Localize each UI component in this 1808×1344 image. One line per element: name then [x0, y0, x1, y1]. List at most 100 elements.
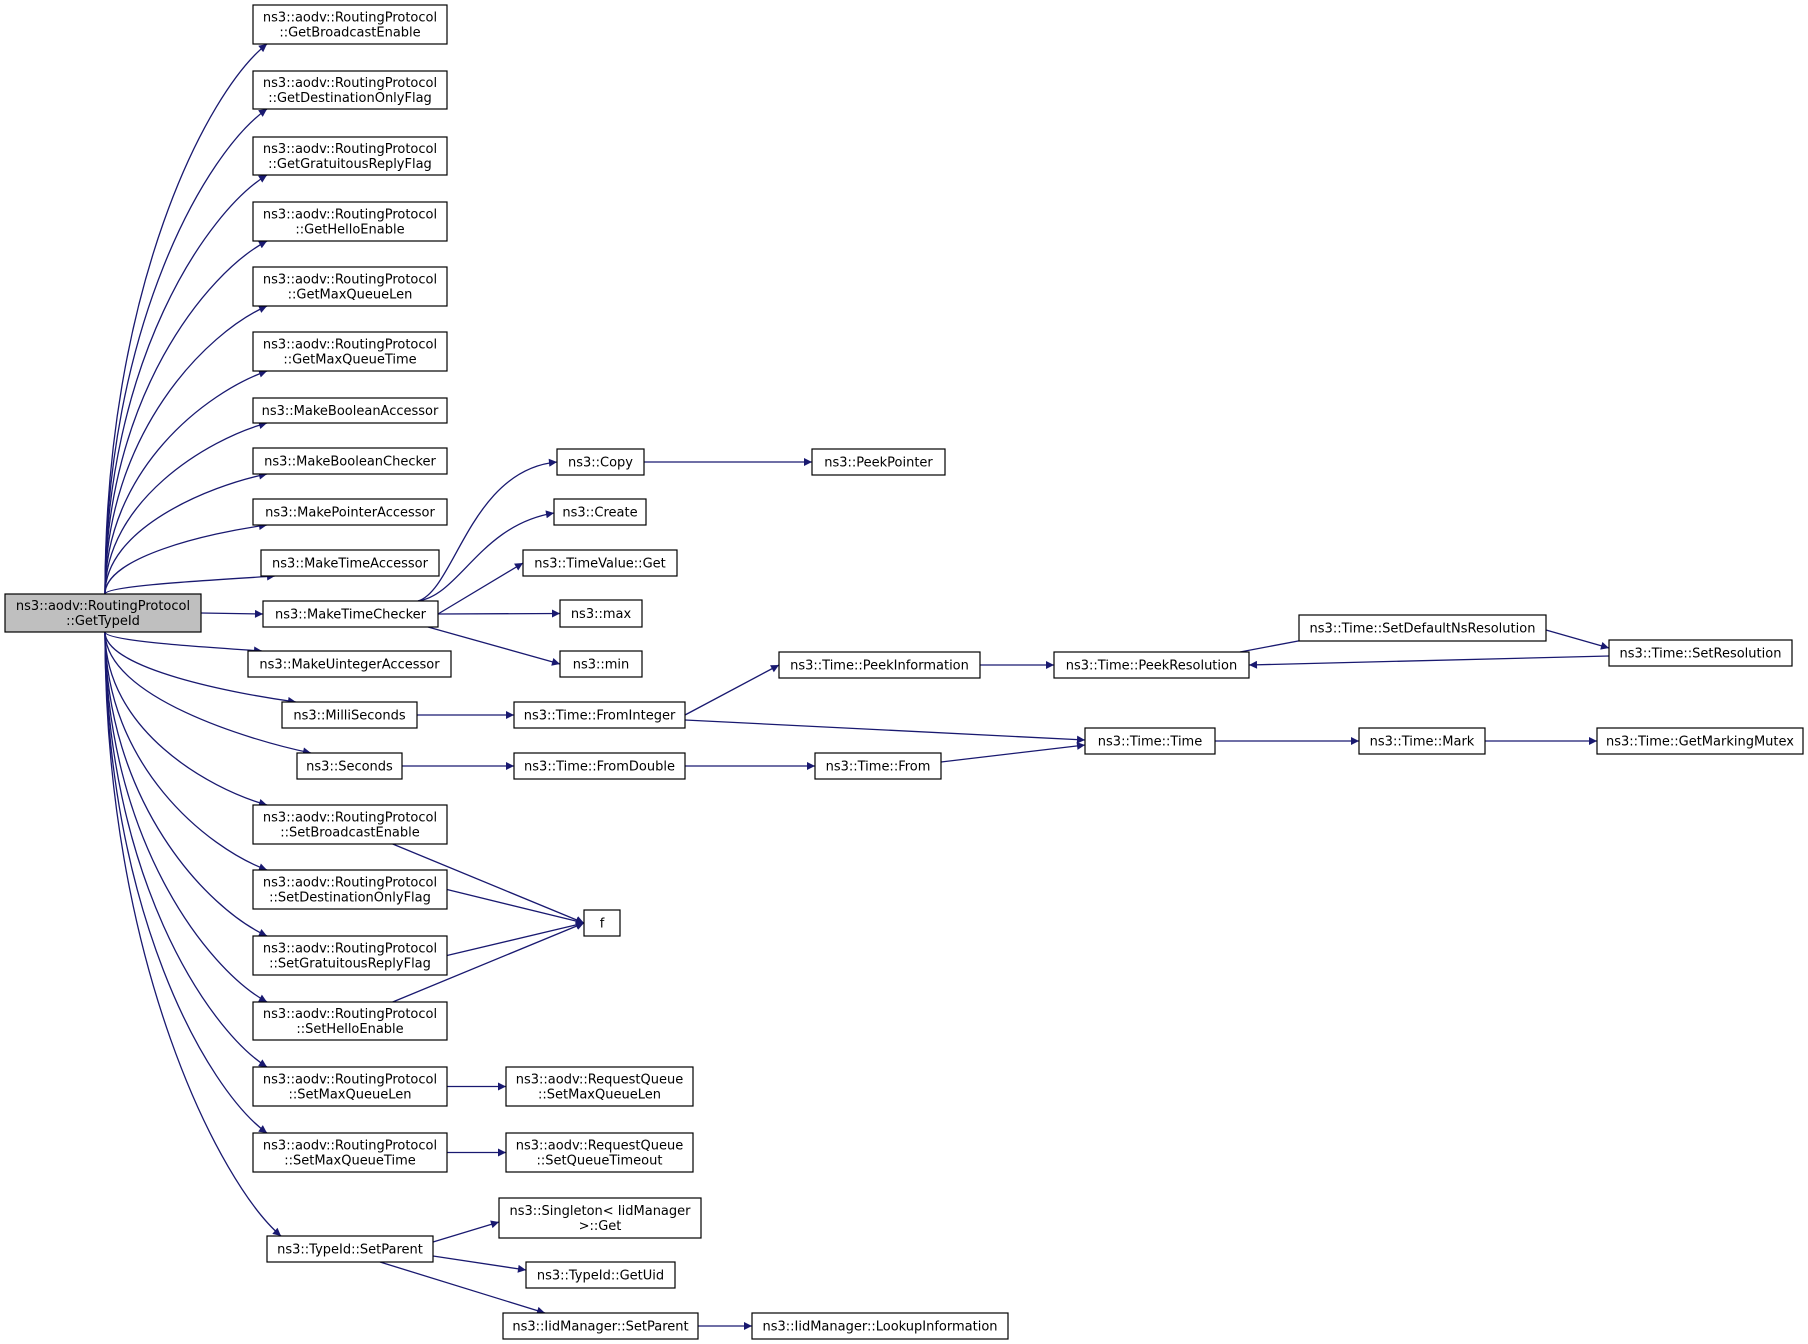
node-rqSetMaxQueueLen[interactable]: ns3::aodv::RequestQueue::SetMaxQueueLen	[505, 1066, 694, 1107]
node-box	[252, 70, 448, 110]
node-setGratuitousReplyFlag[interactable]: ns3::aodv::RoutingProtocol::SetGratuitou…	[252, 935, 448, 976]
node-f[interactable]: f	[583, 909, 621, 937]
node-typeIdSetParent[interactable]: ns3::TypeId::SetParent	[266, 1235, 434, 1263]
edge-root-to-makeTimeAccessor	[104, 572, 276, 595]
node-box	[252, 447, 448, 475]
node-makeBooleanChecker[interactable]: ns3::MakeBooleanChecker	[252, 447, 448, 475]
edge-root-to-makePointerAccessor	[104, 522, 268, 595]
node-label: ns3::TimeValue::Get	[534, 557, 666, 572]
node-box	[252, 935, 448, 976]
node-box	[556, 448, 645, 476]
edge-root-to-getMaxQueueTime	[104, 369, 268, 595]
node-setMaxQueueTime[interactable]: ns3::aodv::RoutingProtocol::SetMaxQueueT…	[252, 1132, 448, 1173]
node-label: ns3::PeekPointer	[824, 456, 933, 471]
node-makeBooleanAccessor[interactable]: ns3::MakeBooleanAccessor	[252, 397, 448, 424]
edge-typeIdSetParent-to-typeIdGetUid	[432, 1255, 527, 1273]
node-mark[interactable]: ns3::Time::Mark	[1358, 727, 1486, 755]
node-min[interactable]: ns3::min	[559, 650, 643, 678]
edge-makeTimeChecker-to-min	[427, 626, 561, 666]
node-lookupInformation[interactable]: ns3::IidManager::LookupInformation	[751, 1312, 1009, 1340]
edge-makeTimeChecker-to-create	[417, 510, 555, 602]
node-fromInteger[interactable]: ns3::Time::FromInteger	[513, 701, 686, 729]
node-label: ns3::Seconds	[306, 760, 393, 775]
node-timeValueGet[interactable]: ns3::TimeValue::Get	[522, 549, 678, 577]
edge-root-to-setBroadcastEnable	[104, 631, 268, 807]
node-getMaxQueueLen[interactable]: ns3::aodv::RoutingProtocol::GetMaxQueueL…	[252, 266, 448, 307]
node-makeUintegerAccessor[interactable]: ns3::MakeUintegerAccessor	[247, 650, 452, 678]
node-label: ns3::Time::From	[826, 760, 931, 775]
node-box	[266, 1235, 434, 1263]
node-iidSetParent[interactable]: ns3::IidManager::SetParent	[502, 1312, 699, 1340]
node-max[interactable]: ns3::max	[559, 599, 643, 628]
node-fromDouble[interactable]: ns3::Time::FromDouble	[513, 752, 686, 780]
node-label: ns3::Time::Mark	[1370, 735, 1475, 750]
node-label: ::GetGratuitousReplyFlag	[268, 157, 432, 172]
node-box	[252, 331, 448, 372]
node-makePointerAccessor[interactable]: ns3::MakePointerAccessor	[252, 498, 448, 526]
node-setHelloEnable[interactable]: ns3::aodv::RoutingProtocol::SetHelloEnab…	[252, 1001, 448, 1041]
edge-root-to-typeIdSetParent	[104, 631, 282, 1237]
edge-root-to-setMaxQueueTime	[104, 631, 268, 1134]
edges-layer	[104, 43, 1610, 1330]
node-milliSeconds[interactable]: ns3::MilliSeconds	[281, 701, 418, 729]
node-box	[1053, 651, 1250, 679]
node-typeIdGetUid[interactable]: ns3::TypeId::GetUid	[525, 1261, 676, 1289]
node-box	[260, 549, 440, 577]
edge-setBroadcastEnable-to-f	[392, 843, 585, 924]
node-getMaxQueueTime[interactable]: ns3::aodv::RoutingProtocol::GetMaxQueueT…	[252, 331, 448, 372]
node-box	[252, 804, 448, 845]
node-box	[583, 909, 621, 937]
node-label: ns3::IidManager::LookupInformation	[762, 1320, 997, 1335]
node-setDefaultNsResolution[interactable]: ns3::Time::SetDefaultNsResolution	[1298, 614, 1547, 642]
node-seconds[interactable]: ns3::Seconds	[296, 752, 403, 780]
node-from[interactable]: ns3::Time::From	[814, 752, 942, 780]
node-getHelloEnable[interactable]: ns3::aodv::RoutingProtocol::GetHelloEnab…	[252, 201, 448, 242]
node-box	[513, 701, 686, 729]
node-peekResolution[interactable]: ns3::Time::PeekResolution	[1053, 651, 1250, 679]
node-getMarkingMutex[interactable]: ns3::Time::GetMarkingMutex	[1596, 727, 1804, 755]
node-getGratuitousReplyFlag[interactable]: ns3::aodv::RoutingProtocol::GetGratuitou…	[252, 136, 448, 176]
node-setBroadcastEnable[interactable]: ns3::aodv::RoutingProtocol::SetBroadcast…	[252, 804, 448, 845]
edge-setGratuitousReplyFlag-to-f	[446, 920, 585, 957]
node-label: ns3::aodv::RoutingProtocol	[263, 942, 437, 957]
node-setDestinationOnlyFlag[interactable]: ns3::aodv::RoutingProtocol::SetDestinati…	[252, 869, 448, 910]
node-label: ns3::aodv::RoutingProtocol	[263, 273, 437, 288]
node-root[interactable]: ns3::aodv::RoutingProtocol::GetTypeId	[4, 593, 202, 633]
node-copy[interactable]: ns3::Copy	[556, 448, 645, 476]
edge-root-to-milliSeconds	[104, 631, 297, 705]
node-label: >::Get	[579, 1219, 622, 1234]
node-label: ns3::aodv::RequestQueue	[516, 1139, 683, 1154]
node-create[interactable]: ns3::Create	[553, 498, 647, 526]
node-label: ::SetHelloEnable	[296, 1022, 403, 1037]
node-box	[1298, 614, 1547, 642]
node-label: ns3::Copy	[568, 456, 633, 471]
node-peekPointer[interactable]: ns3::PeekPointer	[811, 448, 946, 476]
node-label: ns3::IidManager::SetParent	[512, 1320, 688, 1335]
node-label: ::SetMaxQueueLen	[538, 1088, 661, 1103]
node-rqSetQueueTimeout[interactable]: ns3::aodv::RequestQueue::SetQueueTimeout	[505, 1132, 694, 1173]
node-makeTimeChecker[interactable]: ns3::MakeTimeChecker	[262, 600, 439, 628]
node-label: ns3::MakeTimeChecker	[275, 608, 427, 623]
node-label: ns3::Time::SetResolution	[1620, 647, 1782, 662]
node-makeTimeAccessor[interactable]: ns3::MakeTimeAccessor	[260, 549, 440, 577]
node-setResolution[interactable]: ns3::Time::SetResolution	[1608, 639, 1793, 667]
node-label: ns3::aodv::RoutingProtocol	[263, 1139, 437, 1154]
node-label: ::SetGratuitousReplyFlag	[269, 957, 431, 972]
node-getBroadcastEnable[interactable]: ns3::aodv::RoutingProtocol::GetBroadcast…	[252, 4, 448, 45]
edge-root-to-makeBooleanAccessor	[104, 421, 268, 595]
edge-root-to-getGratuitousReplyFlag	[104, 174, 268, 595]
node-peekInformation[interactable]: ns3::Time::PeekInformation	[778, 651, 981, 679]
node-box	[814, 752, 942, 780]
edge-root-to-setDestinationOnlyFlag	[104, 631, 268, 871]
node-singletonGet[interactable]: ns3::Singleton< IidManager >::Get	[498, 1197, 702, 1239]
node-setMaxQueueLen[interactable]: ns3::aodv::RoutingProtocol::SetMaxQueueL…	[252, 1066, 448, 1107]
node-getDestinationOnlyFlag[interactable]: ns3::aodv::RoutingProtocol::GetDestinati…	[252, 70, 448, 110]
edge-root-to-setGratuitousReplyFlag	[104, 631, 268, 937]
edge-setDefaultNsResolution-to-setResolution	[1545, 629, 1610, 650]
node-box	[1608, 639, 1793, 667]
node-timeTime[interactable]: ns3::Time::Time	[1084, 727, 1216, 755]
node-label: ns3::aodv::RoutingProtocol	[263, 208, 437, 223]
node-box	[1596, 727, 1804, 755]
node-label: ::SetQueueTimeout	[537, 1154, 663, 1169]
